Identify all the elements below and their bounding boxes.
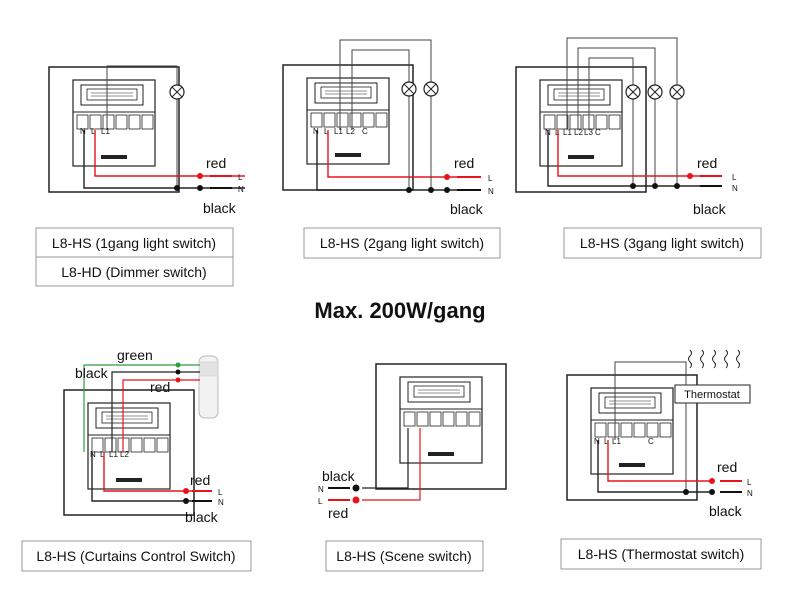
svg-text:N: N [90, 450, 96, 459]
svg-text:C: C [362, 127, 368, 136]
svg-text:red: red [697, 155, 717, 171]
svg-text:L8-HS (Scene switch): L8-HS (Scene switch) [336, 548, 471, 564]
svg-text:L: L [318, 497, 323, 506]
lamp-icon [401, 81, 417, 97]
caption-2gang: L8-HS (2gang light switch) [303, 227, 501, 259]
svg-text:N: N [318, 485, 324, 494]
svg-text:L: L [238, 173, 243, 182]
svg-text:L1: L1 [109, 450, 118, 459]
svg-text:L1: L1 [612, 437, 621, 446]
svg-text:C: C [595, 128, 601, 137]
svg-text:black: black [322, 468, 356, 484]
svg-text:N: N [732, 184, 738, 193]
svg-text:L3: L3 [584, 128, 593, 137]
svg-text:red: red [454, 155, 474, 171]
caption-1gang: L8-HS (1gang light switch) L8-HD (Dimmer… [35, 227, 234, 287]
panel-1gang: N L L1 red black L N [48, 65, 245, 216]
caption-1gang-light: L8-HS (1gang light switch) [52, 235, 216, 251]
wire-label-black: black [203, 200, 237, 216]
svg-text:L2: L2 [120, 450, 129, 459]
lamp-icon [669, 84, 685, 100]
panel-2gang: N L L1 L2 C red black L N [282, 39, 494, 217]
caption-thermostat: L8-HS (Thermostat switch) [560, 538, 762, 570]
svg-text:L: L [488, 174, 493, 183]
svg-text:black: black [75, 365, 109, 381]
svg-text:L2: L2 [574, 128, 583, 137]
svg-text:L1: L1 [563, 128, 572, 137]
svg-text:black: black [693, 201, 727, 217]
svg-text:L: L [747, 478, 752, 487]
svg-text:red: red [717, 459, 737, 475]
svg-text:black: black [709, 503, 743, 519]
svg-text:L8-HS (3gang light switch): L8-HS (3gang light switch) [580, 235, 744, 251]
svg-text:L1: L1 [334, 127, 343, 136]
svg-text:L: L [324, 127, 329, 136]
svg-text:red: red [328, 505, 348, 521]
svg-text:red: red [150, 379, 170, 395]
svg-text:green: green [117, 347, 153, 363]
svg-text:L2: L2 [346, 127, 355, 136]
panel-curtains: N L L1 L2 green black red red black L N [63, 347, 224, 525]
svg-text:L: L [218, 488, 223, 497]
caption-scene: L8-HS (Scene switch) [325, 540, 484, 572]
svg-text:L8-HS (Curtains Control Switch: L8-HS (Curtains Control Switch) [36, 548, 235, 564]
svg-text:C: C [648, 437, 654, 446]
svg-text:red: red [190, 472, 210, 488]
svg-text:N: N [594, 437, 600, 446]
caption-curtains: L8-HS (Curtains Control Switch) [21, 540, 252, 572]
svg-text:L8-HS (2gang light switch): L8-HS (2gang light switch) [320, 235, 484, 251]
headline: Max. 200W/gang [314, 298, 485, 323]
svg-text:N: N [747, 489, 753, 498]
lamp-icon [647, 84, 663, 100]
terminal-n: N [80, 127, 86, 136]
svg-text:N: N [488, 187, 494, 196]
thermostat-label: Thermostat [684, 389, 740, 401]
svg-text:black: black [185, 509, 219, 525]
svg-text:black: black [450, 201, 484, 217]
heat-waves-icon [688, 349, 740, 369]
thermostat-box [674, 384, 751, 404]
panel-3gang: N L L1 L2 L3 C red black L N [515, 37, 738, 217]
svg-text:N: N [313, 127, 319, 136]
svg-text:L: L [732, 173, 737, 182]
caption-3gang: L8-HS (3gang light switch) [563, 227, 762, 259]
wire-label-red: red [206, 155, 226, 171]
lamp-icon [625, 84, 641, 100]
svg-text:L: L [100, 450, 105, 459]
terminal-l: L [91, 127, 96, 136]
svg-text:L8-HS (Thermostat switch): L8-HS (Thermostat switch) [578, 546, 744, 562]
terminal-l1: L1 [101, 127, 110, 136]
svg-text:L: L [604, 437, 609, 446]
svg-text:N: N [238, 185, 244, 194]
caption-dimmer: L8-HD (Dimmer switch) [61, 264, 206, 280]
panel-scene: black red N L [318, 363, 507, 521]
lamp-icon [169, 84, 185, 100]
svg-text:N: N [218, 498, 224, 507]
lamp-icon [423, 81, 439, 97]
panel-thermostat: N L L1 C Thermostat red black L N [566, 349, 753, 519]
